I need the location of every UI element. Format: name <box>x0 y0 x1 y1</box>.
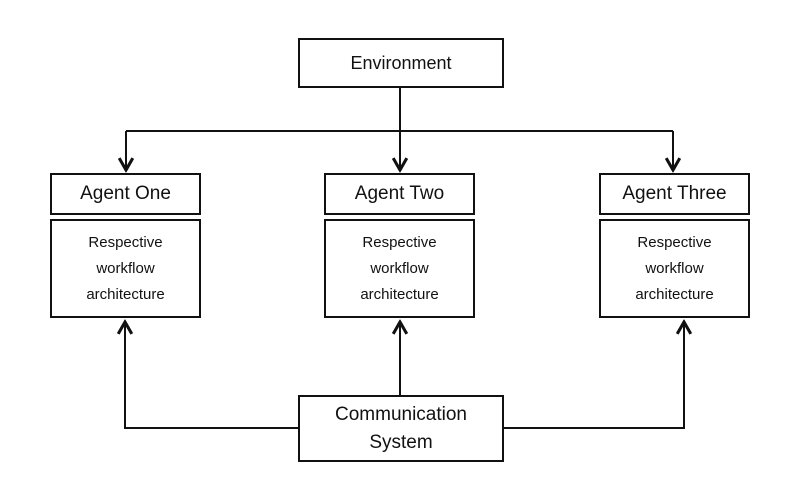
agent-one-body: Respective workflow architecture <box>86 233 165 303</box>
agent-one-title: Agent One <box>80 183 171 204</box>
agent-three-title-box: Agent Three <box>599 173 750 215</box>
environment-node: Environment <box>298 38 504 88</box>
agent-one-body-box: Respective workflow architecture <box>50 219 201 318</box>
arrow-communication-to-agent-three <box>503 322 684 429</box>
agent-three-body: Respective workflow architecture <box>635 233 714 303</box>
environment-label: Environment <box>350 52 452 73</box>
agent-three-title: Agent Three <box>622 183 727 204</box>
agent-two-body: Respective workflow architecture <box>360 233 439 303</box>
agent-two-body-box: Respective workflow architecture <box>324 219 475 318</box>
agent-two-title: Agent Two <box>354 183 445 204</box>
communication-system-label: Communication System <box>335 403 467 453</box>
agent-three-body-box: Respective workflow architecture <box>599 219 750 318</box>
arrow-communication-to-agent-one <box>125 322 298 429</box>
agent-two-title-box: Agent Two <box>324 173 475 215</box>
communication-system-node: Communication System <box>298 395 504 462</box>
agent-one-title-box: Agent One <box>50 173 201 215</box>
